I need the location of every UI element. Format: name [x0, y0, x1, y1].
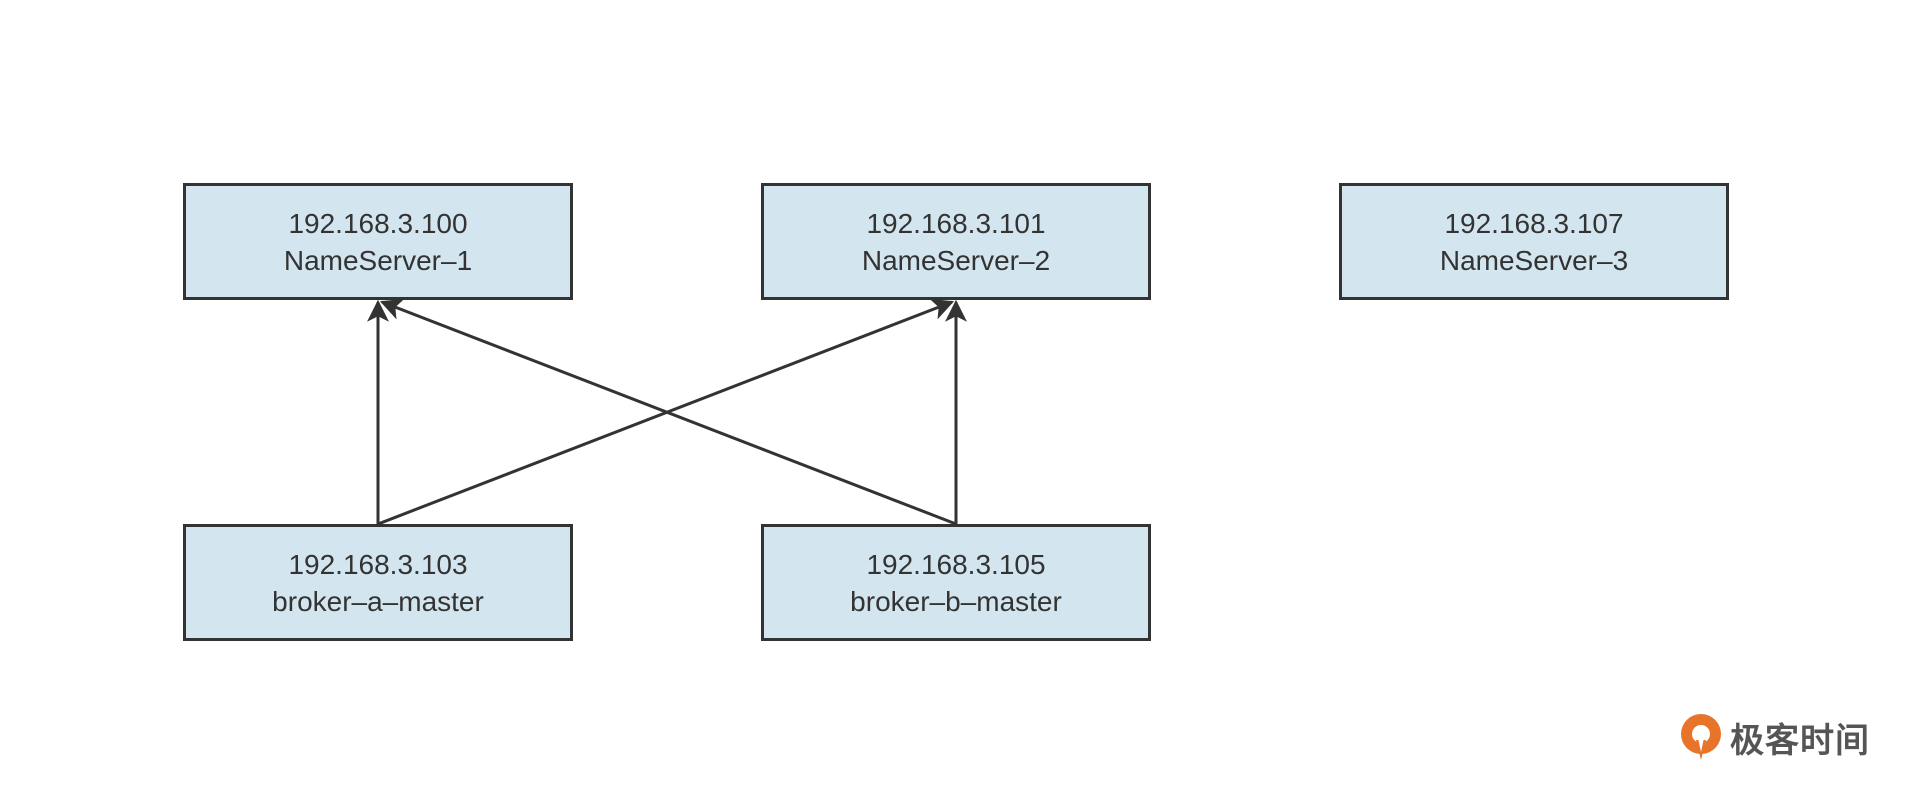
node-ip: 192.168.3.101 — [866, 207, 1046, 239]
nameserver-3-node: 192.168.3.107 NameServer–3 — [1339, 183, 1729, 300]
node-label: NameServer–1 — [283, 244, 473, 276]
edge-broker-a-to-ns2 — [377, 298, 955, 526]
node-label: broker–a–master — [272, 585, 484, 617]
nameserver-1-node: 192.168.3.100 NameServer–1 — [183, 183, 573, 300]
node-label: NameServer–3 — [1439, 244, 1629, 276]
node-label: NameServer–2 — [861, 244, 1051, 276]
broker-b-master-node: 192.168.3.105 broker–b–master — [761, 524, 1151, 641]
broker-a-master-node: 192.168.3.103 broker–a–master — [183, 524, 573, 641]
node-label: broker–b–master — [850, 585, 1062, 617]
brand-text: 极客时间 — [1730, 720, 1870, 761]
node-ip: 192.168.3.103 — [288, 548, 468, 580]
nameserver-2-node: 192.168.3.101 NameServer–2 — [761, 183, 1151, 300]
node-ip: 192.168.3.100 — [288, 207, 468, 239]
node-ip: 192.168.3.107 — [1444, 207, 1624, 239]
brand-watermark: 极客时间 — [1678, 712, 1870, 762]
geektime-logo-icon — [1681, 714, 1721, 760]
node-ip: 192.168.3.105 — [866, 548, 1046, 580]
